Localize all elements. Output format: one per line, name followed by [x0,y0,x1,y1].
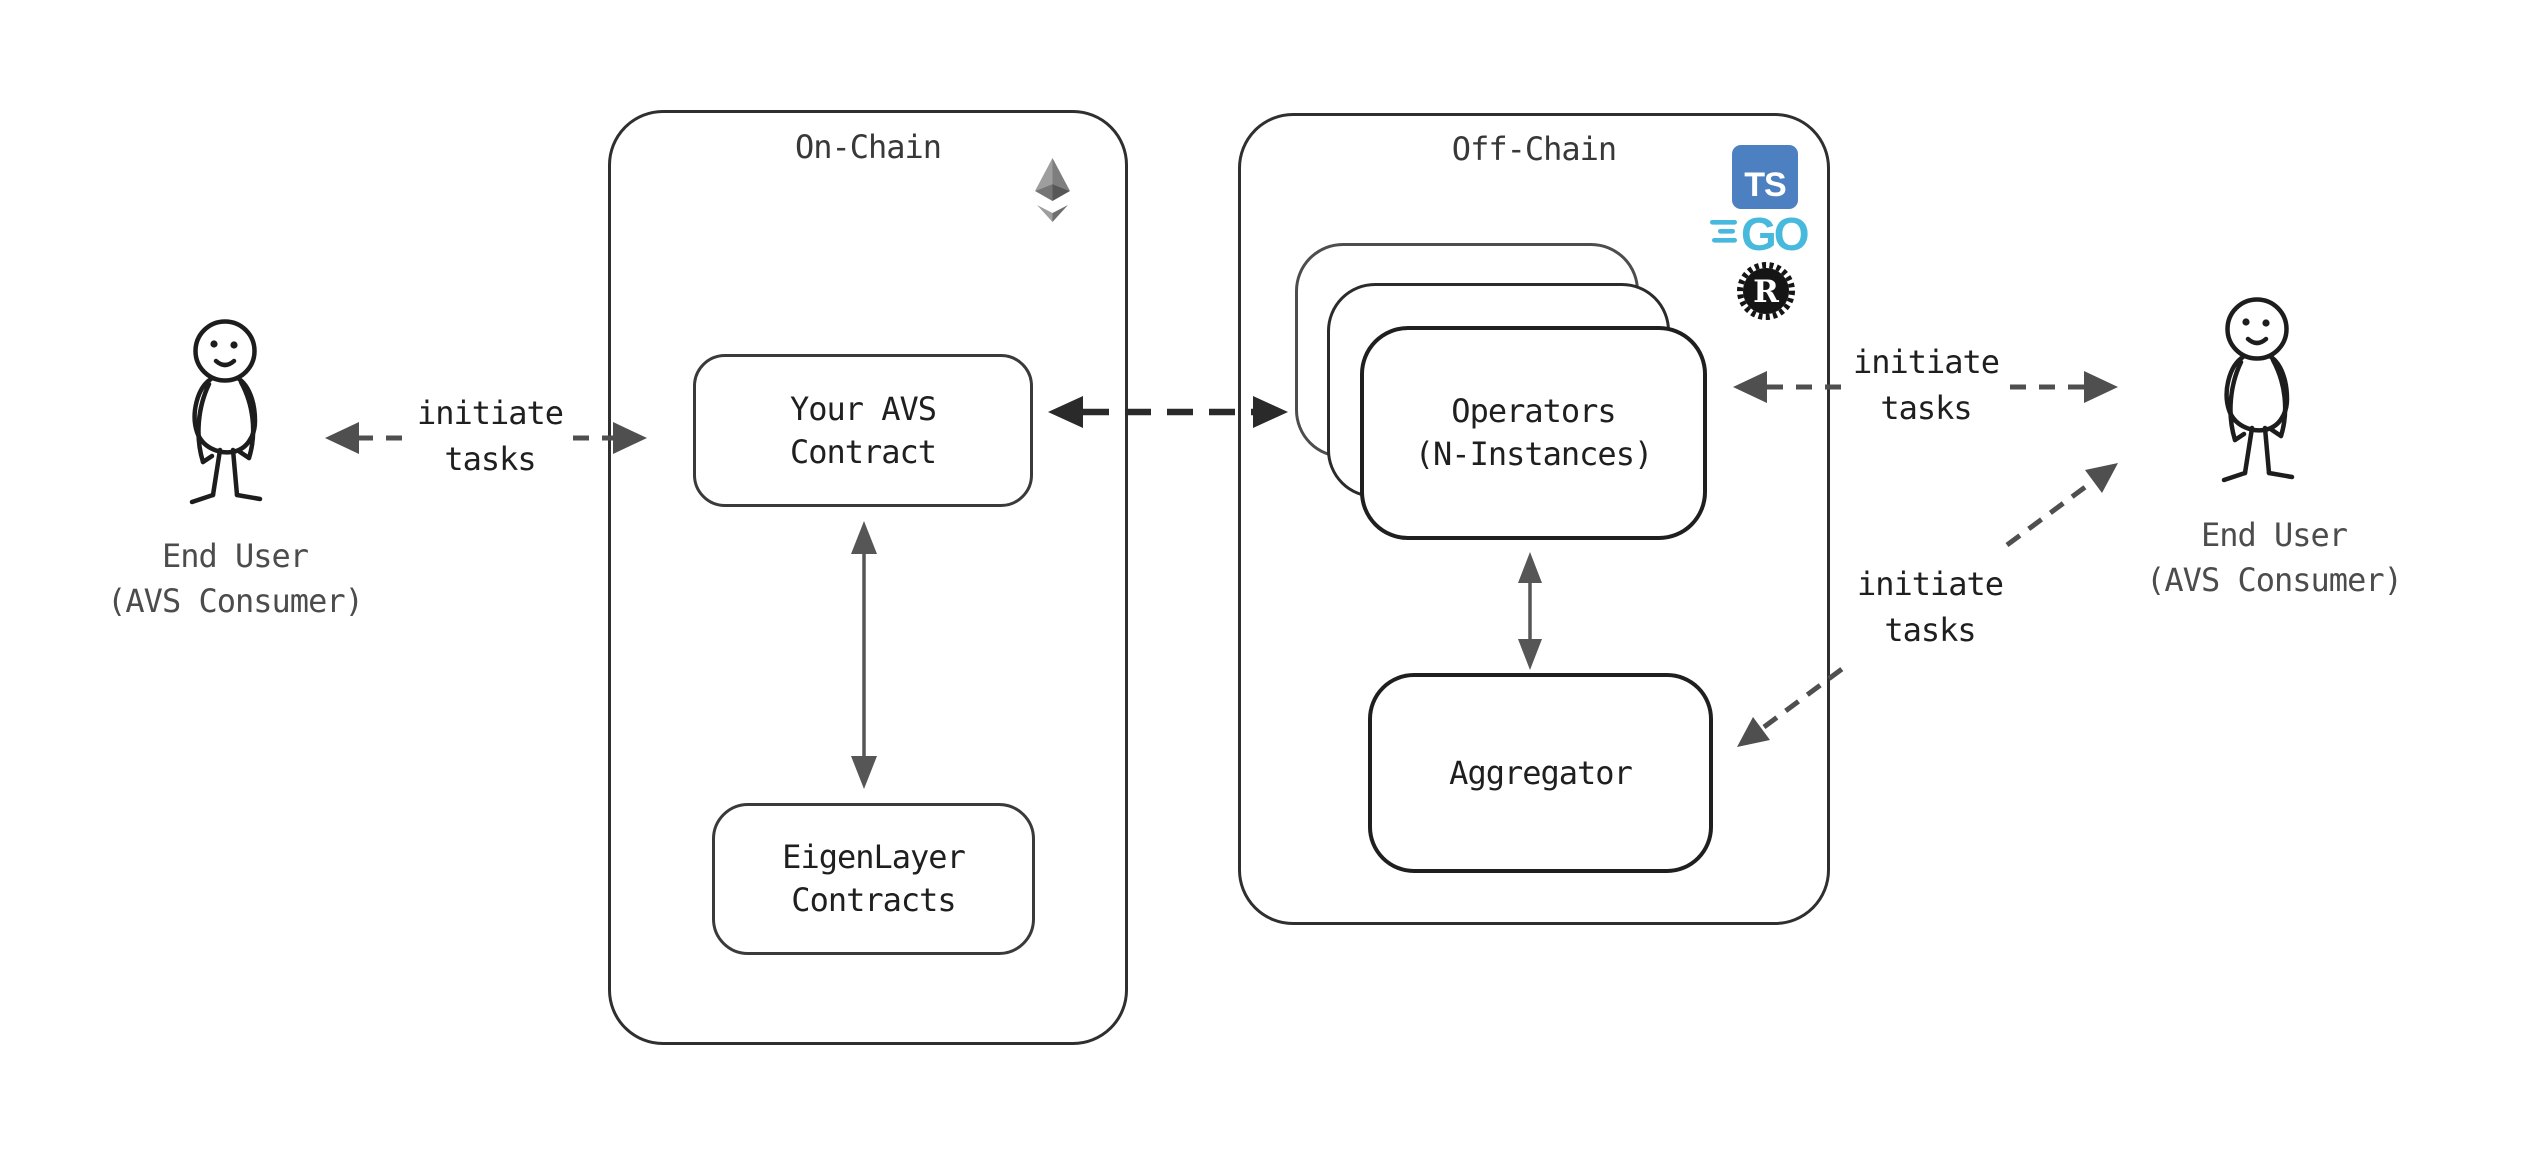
ethereum-icon [1035,158,1070,222]
person-leg [210,447,223,498]
go-speed-line [1710,220,1737,225]
go-icon: GO [1710,208,1811,256]
end-user-right-line2: (AVS Consumer) [2146,561,2403,599]
person-arm [2270,357,2288,439]
end-user-label-left: End User (AVS Consumer) [100,534,370,624]
initiate-tasks-label-right-top: initiate tasks [1836,339,2016,431]
person-eye [210,340,218,348]
arrowhead-left [325,422,359,454]
eth-facet [1052,205,1068,222]
person-arm [238,379,256,461]
person-hand [2232,431,2247,443]
initiate-tasks-left-line1: initiate [416,394,564,432]
initiate-tasks-right-bottom-line2: tasks [1884,611,1976,649]
aggregator-label: Aggregator [1449,753,1633,792]
person-smile [2245,336,2269,346]
rust-icon-label: R [1753,274,1779,310]
eth-facet [1035,158,1053,191]
person-hand [200,453,215,465]
onchain-title: On-Chain [794,128,942,166]
person-leg [2242,425,2255,476]
end-user-left-line1: End User [161,537,309,575]
node-eigenlayer-contracts: EigenLayer Contracts [712,803,1035,955]
node-operators: Operators (N-Instances) [1360,326,1707,540]
eth-facet [1035,184,1053,201]
go-speed-line [1718,229,1735,234]
end-user-label-right: End User (AVS Consumer) [2136,513,2412,603]
initiate-tasks-right-top-line1: initiate [1852,343,2000,381]
typescript-icon: TS [1732,145,1798,209]
person-foot [2266,470,2295,480]
person-foot [2221,470,2248,483]
end-user-figure-right [2221,297,2295,483]
person-eye [2242,318,2250,326]
eigenlayer-line2: Contracts [791,881,956,919]
eth-facet [1052,184,1070,201]
person-eye [2262,319,2270,327]
person-arm [196,381,212,465]
person-foot [189,492,216,505]
offchain-container [1238,113,1830,925]
node-your-avs-contract: Your AVS Contract [693,354,1033,507]
initiate-tasks-left-line2: tasks [444,440,536,478]
initiate-tasks-label-right-bottom: initiate tasks [1840,561,2020,653]
onchain-container [608,110,1128,1045]
arrowhead-right [2084,371,2118,403]
offchain-title: Off-Chain [1451,130,1617,168]
end-user-right-line1: End User [2200,516,2348,554]
operators-line1: Operators [1451,392,1616,430]
go-icon-label: GO [1741,208,1808,256]
eth-facet [1052,158,1070,191]
person-smile [213,358,237,368]
rust-icon: R [1737,262,1795,320]
person-hand [237,449,252,461]
person-head [193,319,257,383]
person-leg [2262,425,2272,476]
rust-gear-disc [1743,268,1789,314]
eth-facet [1037,205,1053,222]
go-speed-line [1712,238,1737,243]
your-avs-contract-line1: Your AVS [789,389,937,428]
person-leg [230,447,240,498]
end-user-left-line2: (AVS Consumer) [107,582,364,620]
person-foot [234,492,263,502]
end-user-figure-left [189,319,263,505]
person-eye [230,341,238,349]
typescript-icon-label: TS [1744,166,1786,204]
initiate-tasks-right-bottom-line1: initiate [1856,565,2004,603]
your-avs-contract-line2: Contract [789,432,937,471]
rust-gear-teeth [1737,262,1795,320]
initiate-tasks-right-top-line2: tasks [1880,389,1972,427]
person-head [2225,297,2289,361]
arrowhead-upper [2085,463,2118,493]
eigenlayer-line1: EigenLayer [782,838,966,876]
operators-line2: (N-Instances) [1414,435,1653,473]
initiate-tasks-label-left: initiate tasks [400,390,580,482]
person-hand [2269,427,2284,439]
node-aggregator: Aggregator [1368,673,1713,873]
person-arm [2228,359,2244,443]
